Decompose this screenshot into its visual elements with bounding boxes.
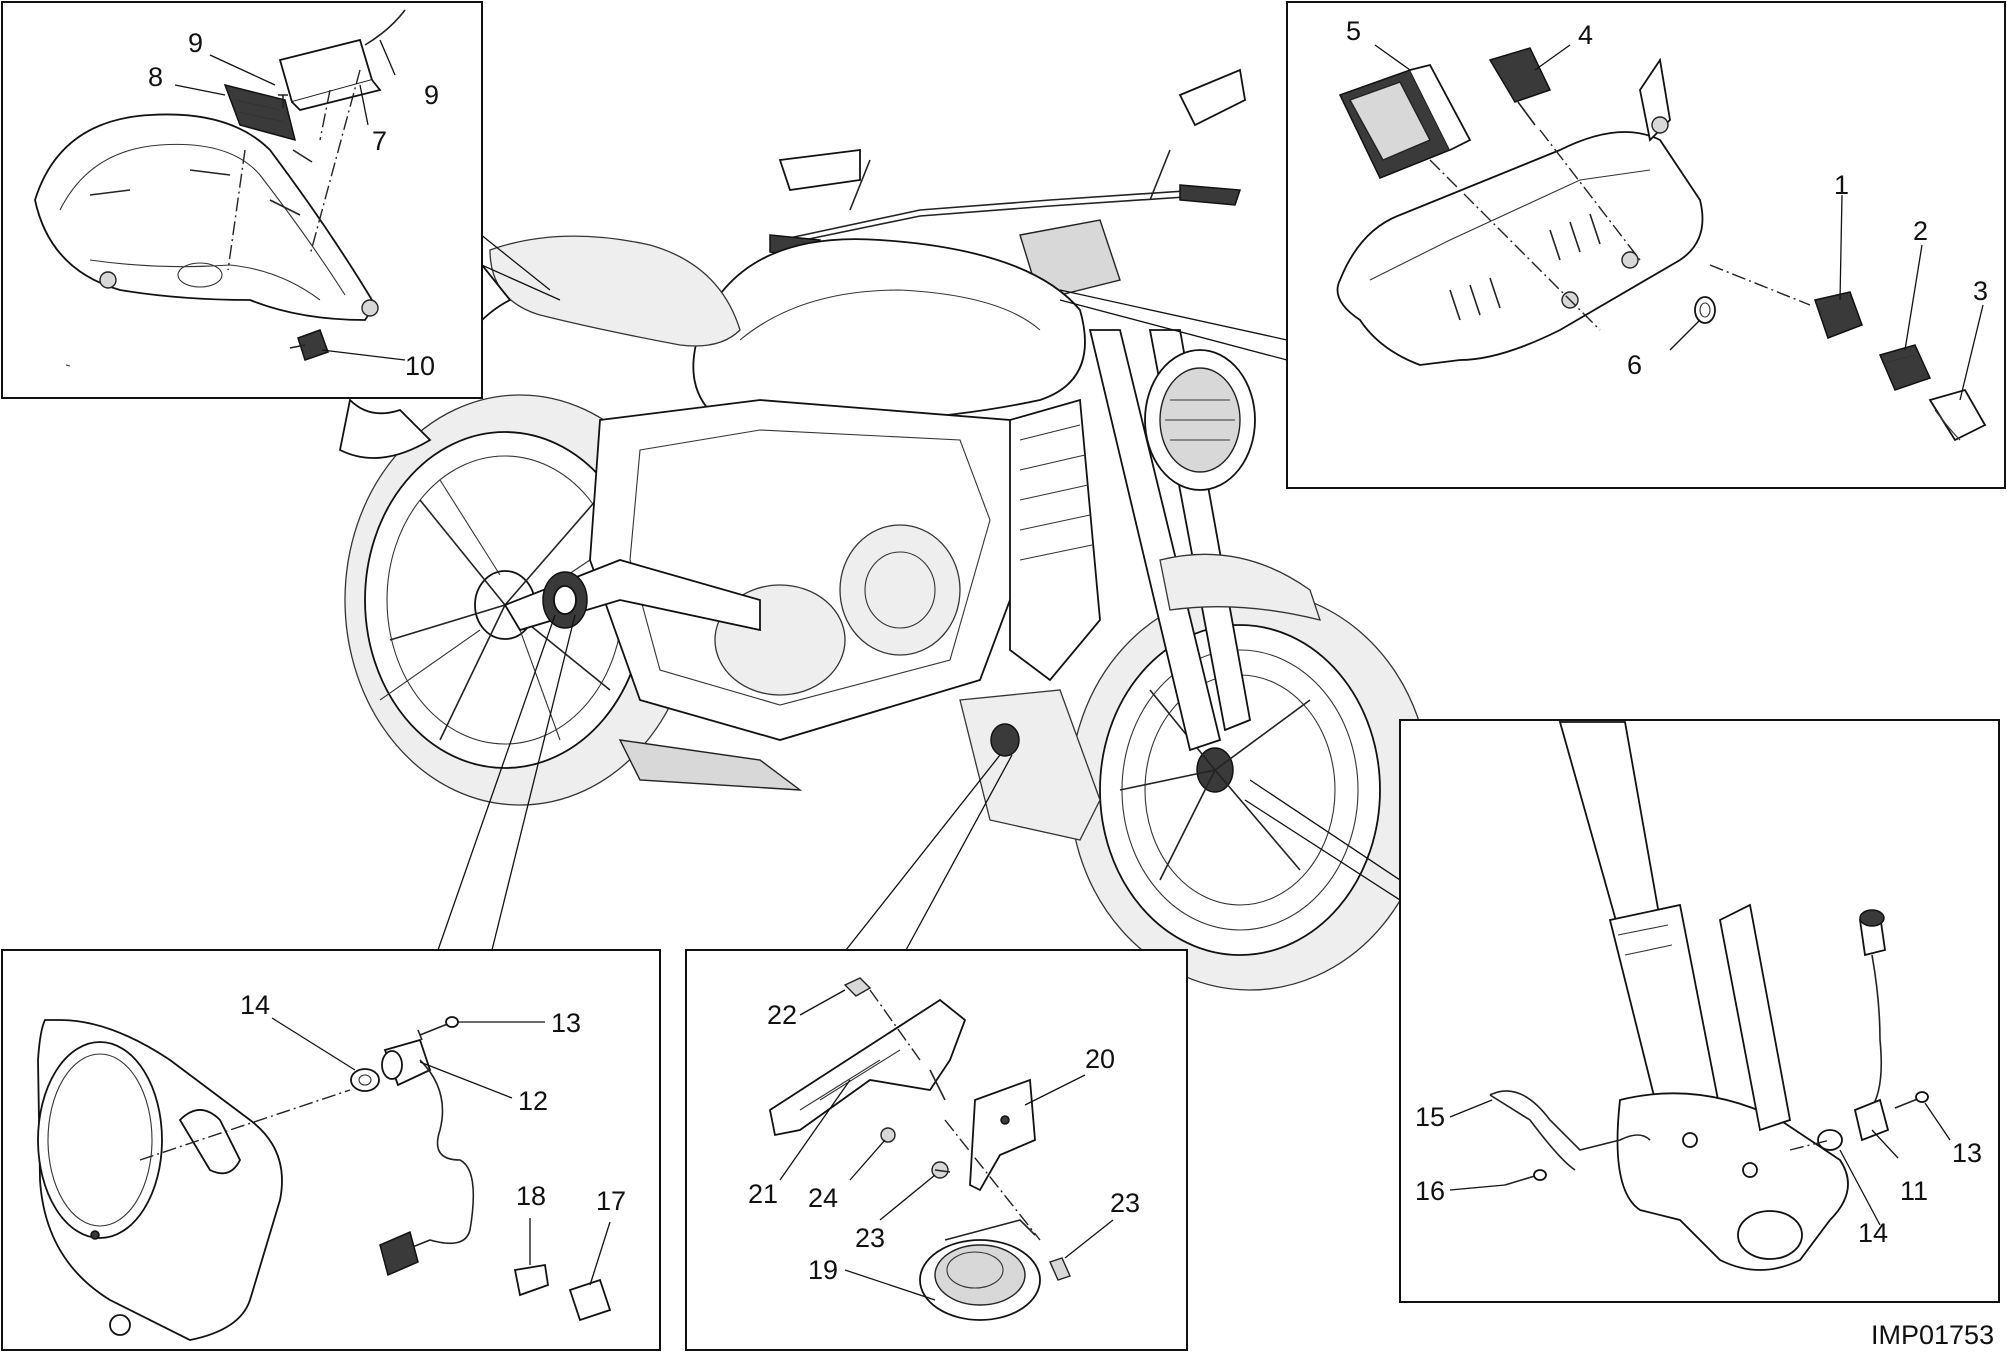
callout-13-left: 13 bbox=[551, 1008, 581, 1038]
callout-3: 3 bbox=[1973, 276, 1988, 306]
callout-16: 16 bbox=[1415, 1176, 1445, 1206]
callout-7: 7 bbox=[372, 126, 387, 156]
callout-labels: 9 8 9 7 10 5 4 1 2 3 6 14 13 12 18 17 22… bbox=[148, 16, 1988, 1285]
detail-leaders bbox=[437, 229, 1401, 951]
callout-9-right: 9 bbox=[424, 80, 439, 110]
callout-11: 11 bbox=[1900, 1176, 1928, 1206]
callout-24: 24 bbox=[808, 1183, 838, 1213]
callout-20: 20 bbox=[1085, 1044, 1115, 1074]
callout-4: 4 bbox=[1578, 20, 1593, 50]
callout-14-left: 14 bbox=[240, 990, 270, 1020]
callout-9-top: 9 bbox=[188, 28, 203, 58]
front-wheel bbox=[1069, 589, 1431, 991]
callout-leaders bbox=[174, 39, 1984, 1301]
callout-14-right: 14 bbox=[1858, 1218, 1888, 1248]
callout-2: 2 bbox=[1913, 216, 1928, 246]
callout-10: 10 bbox=[405, 351, 435, 381]
motorcycle-illustration bbox=[338, 68, 1431, 991]
callout-23-right: 23 bbox=[1110, 1188, 1140, 1218]
callout-12: 12 bbox=[518, 1086, 548, 1116]
callout-6: 6 bbox=[1627, 350, 1642, 380]
callout-8: 8 bbox=[148, 62, 163, 92]
callout-17: 17 bbox=[596, 1186, 626, 1216]
callout-13-right: 13 bbox=[1952, 1138, 1982, 1168]
panel-dash-electronics bbox=[1286, 1, 2006, 489]
callout-5: 5 bbox=[1346, 16, 1361, 46]
panel-rear-tail-unit bbox=[1, 1, 483, 399]
figure-code: IMP01753 bbox=[1871, 1320, 1994, 1350]
panel-front-abs-sensor bbox=[1399, 719, 2000, 1303]
callout-18: 18 bbox=[516, 1181, 546, 1211]
callout-21: 21 bbox=[748, 1179, 778, 1209]
callout-19: 19 bbox=[808, 1255, 838, 1285]
callout-22: 22 bbox=[767, 1000, 797, 1030]
panel-horn-assembly bbox=[685, 949, 1188, 1351]
callout-15: 15 bbox=[1415, 1102, 1445, 1132]
callout-23-left: 23 bbox=[855, 1223, 885, 1253]
panel-rear-abs-sensor bbox=[1, 949, 661, 1351]
callout-1: 1 bbox=[1834, 170, 1849, 200]
